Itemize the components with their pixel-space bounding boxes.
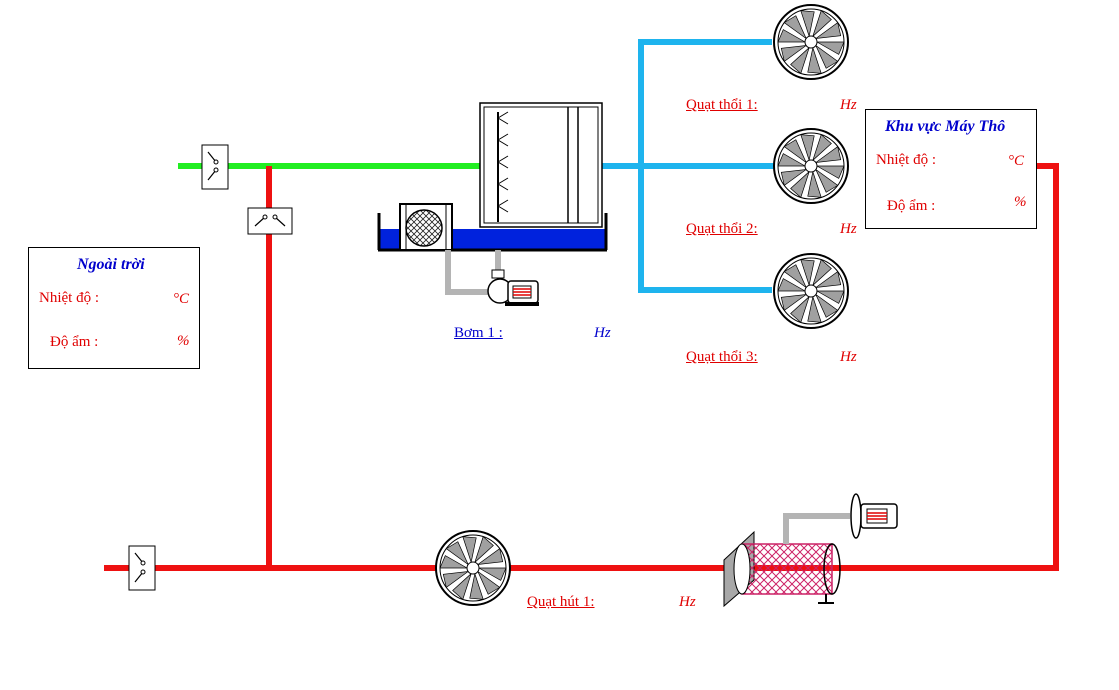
exhaust-fan-1-label[interactable]: Quạt hút 1:: [527, 594, 595, 610]
zone-temp-unit: °C: [1008, 153, 1025, 169]
outdoor-title: Ngoài trời: [77, 256, 145, 273]
supply-fan-2-icon[interactable]: [773, 128, 849, 204]
exhaust-fan-1-unit: Hz: [679, 594, 696, 610]
exhaust-motor-pipe: [783, 513, 850, 544]
cooling-pad-unit: [479, 102, 603, 228]
supply-fan-3-icon[interactable]: [773, 253, 849, 329]
exhaust-fan-1-icon[interactable]: [435, 530, 511, 606]
damper-exhaust-icon[interactable]: [128, 545, 156, 591]
supply-fan-2-unit: Hz: [840, 221, 857, 237]
exhaust-filter-unit: [723, 530, 841, 608]
supply-fan-2-label[interactable]: Quạt thổi 2:: [686, 221, 758, 237]
pump-1-label[interactable]: Bơm 1 :: [454, 325, 503, 341]
outdoor-temp-unit: °C: [173, 291, 190, 307]
supply-fan-1-label[interactable]: Quạt thổi 1:: [686, 97, 758, 113]
zone-temp-label: Nhiệt độ :: [876, 152, 936, 168]
damper-fresh-air-icon[interactable]: [201, 144, 229, 190]
supply-fan-1-unit: Hz: [840, 97, 857, 113]
outdoor-temp-label: Nhiệt độ :: [39, 290, 99, 306]
zone-humidity-unit: %: [1014, 194, 1027, 210]
zone-humidity-label: Độ ẩm :: [887, 198, 936, 214]
zone-panel: Khu vực Máy Thô Nhiệt độ : °C Độ ẩm : %: [865, 109, 1037, 229]
zone-title: Khu vực Máy Thô: [885, 118, 1006, 135]
pump-icon[interactable]: [487, 269, 539, 306]
supply-fan-3-label[interactable]: Quạt thổi 3:: [686, 349, 758, 365]
exhaust-motor-icon[interactable]: [850, 493, 898, 539]
pump-1-unit: Hz: [594, 325, 611, 341]
pump-pipe: [445, 250, 496, 295]
supply-fan-3-unit: Hz: [840, 349, 857, 365]
outdoor-humidity-unit: %: [177, 333, 190, 349]
supply-fan-1-icon[interactable]: [773, 4, 849, 80]
damper-bypass-icon[interactable]: [247, 207, 293, 235]
strainer-icon: [399, 203, 453, 251]
outdoor-humidity-label: Độ ẩm :: [50, 334, 99, 350]
outdoor-panel: Ngoài trời Nhiệt độ : °C Độ ẩm : %: [28, 247, 200, 369]
